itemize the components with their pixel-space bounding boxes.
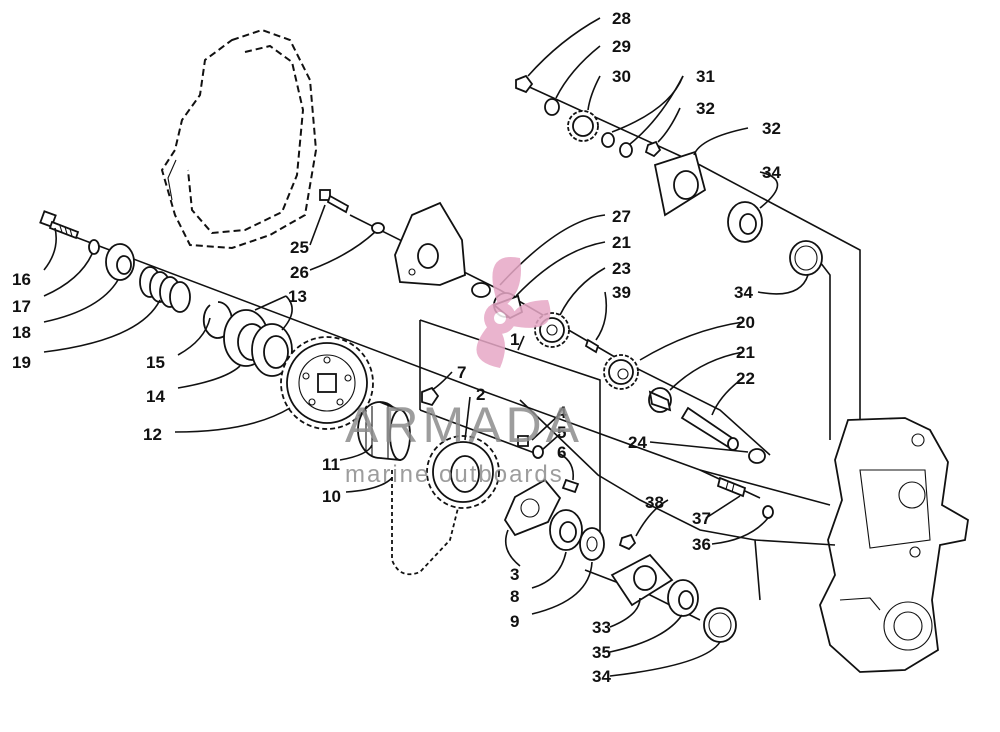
callout-26: 26	[290, 263, 309, 282]
sprocket-2	[426, 435, 500, 509]
spring-19	[139, 266, 191, 313]
bolt-25	[319, 189, 350, 214]
callout-20: 20	[736, 313, 755, 332]
washer-24b	[748, 448, 766, 464]
gear-29	[567, 110, 599, 142]
pin-39	[584, 338, 600, 354]
bearing-flange-32-lower	[610, 553, 674, 607]
bearing-8	[549, 509, 583, 551]
watermark-brand: ARMADA	[345, 397, 583, 453]
callout-30: 31	[696, 67, 715, 86]
callout-9: 9	[510, 612, 519, 631]
nut-38	[618, 533, 637, 551]
washer-28	[544, 98, 560, 116]
callout-4: 4	[557, 403, 567, 422]
callout-5: 5	[557, 423, 566, 442]
leader-lines	[43, 17, 809, 677]
watermark-tagline: marine outboards	[345, 461, 564, 488]
callout-17: 17	[12, 297, 31, 316]
callout-19: 19	[12, 353, 31, 372]
callout-12: 12	[143, 425, 162, 444]
callout-24b: 24	[628, 433, 647, 452]
callout-10: 10	[322, 487, 341, 506]
callout-18: 18	[12, 323, 31, 342]
cam-3	[503, 478, 562, 537]
bolt-6	[561, 478, 580, 494]
seal-13	[251, 323, 293, 377]
callout-8: 8	[510, 587, 519, 606]
callout-28: 29	[612, 37, 631, 56]
gear-case-housing	[819, 417, 969, 673]
splined-hub-11	[357, 401, 411, 461]
watermark: ARMADA marine outboards	[345, 256, 583, 488]
callout-36: 35	[592, 643, 611, 662]
nut-31	[644, 140, 662, 158]
callout-6: 6	[557, 443, 566, 462]
stud-37	[716, 476, 747, 498]
nut-27	[515, 74, 534, 94]
nut-7	[421, 386, 440, 407]
callout-23: 23	[612, 259, 631, 278]
bearing-36	[667, 579, 699, 617]
washer-26	[371, 222, 385, 234]
callout-31: 32	[696, 99, 715, 118]
shaft-22	[680, 406, 739, 451]
callout-24: 27	[612, 207, 631, 226]
callout-38: 38	[645, 493, 664, 512]
callout-22: 22	[736, 369, 755, 388]
ring-34-upper	[789, 240, 823, 276]
washer-35	[762, 505, 774, 519]
callout-37: 37	[692, 509, 711, 528]
washer-30a	[601, 132, 615, 148]
sprocket-12	[280, 336, 374, 430]
callout-34: 34	[734, 283, 753, 302]
callout-21: 21	[612, 233, 631, 252]
washer-9	[579, 527, 605, 561]
bracket	[394, 201, 466, 286]
callout-32b: 33	[592, 618, 611, 637]
propeller-logo	[476, 256, 551, 368]
bearing-flange-32-upper	[653, 150, 707, 217]
callout-1: 1	[510, 330, 519, 349]
callout-13: 13	[288, 287, 307, 306]
callout-11: 11	[322, 455, 340, 474]
callout-35: 36	[692, 535, 711, 554]
callout-29: 30	[612, 67, 631, 86]
bushing-21b	[648, 387, 672, 413]
callout-14: 14	[146, 387, 165, 406]
gearcase-cover	[160, 28, 318, 250]
callout-27: 28	[612, 9, 631, 28]
callout-34b: 34	[592, 667, 611, 686]
callout-3: 3	[510, 565, 519, 584]
callout-2: 2	[476, 385, 485, 404]
callout-7: 7	[457, 363, 466, 382]
callout-labels: 16 17 18 19 15 14 13 12 11 10 25 26 1 2 …	[12, 9, 781, 686]
washer-30b	[619, 142, 633, 158]
callout-25: 25	[290, 238, 309, 257]
callout-15: 15	[146, 353, 165, 372]
ring-34-lower	[703, 607, 737, 643]
callout-32: 32	[762, 119, 781, 138]
bolt-4	[517, 435, 529, 447]
washer-5	[532, 445, 544, 459]
callout-39: 39	[612, 283, 631, 302]
washer-24	[471, 282, 491, 298]
callout-33: 34	[762, 163, 781, 182]
bolt-16	[39, 210, 80, 240]
washer-17	[88, 239, 100, 255]
callout-16: 16	[12, 270, 31, 289]
callout-21b: 21	[736, 343, 755, 362]
spring-cup-18	[105, 243, 135, 281]
gear-20	[603, 354, 639, 390]
bearing-33	[727, 201, 763, 243]
